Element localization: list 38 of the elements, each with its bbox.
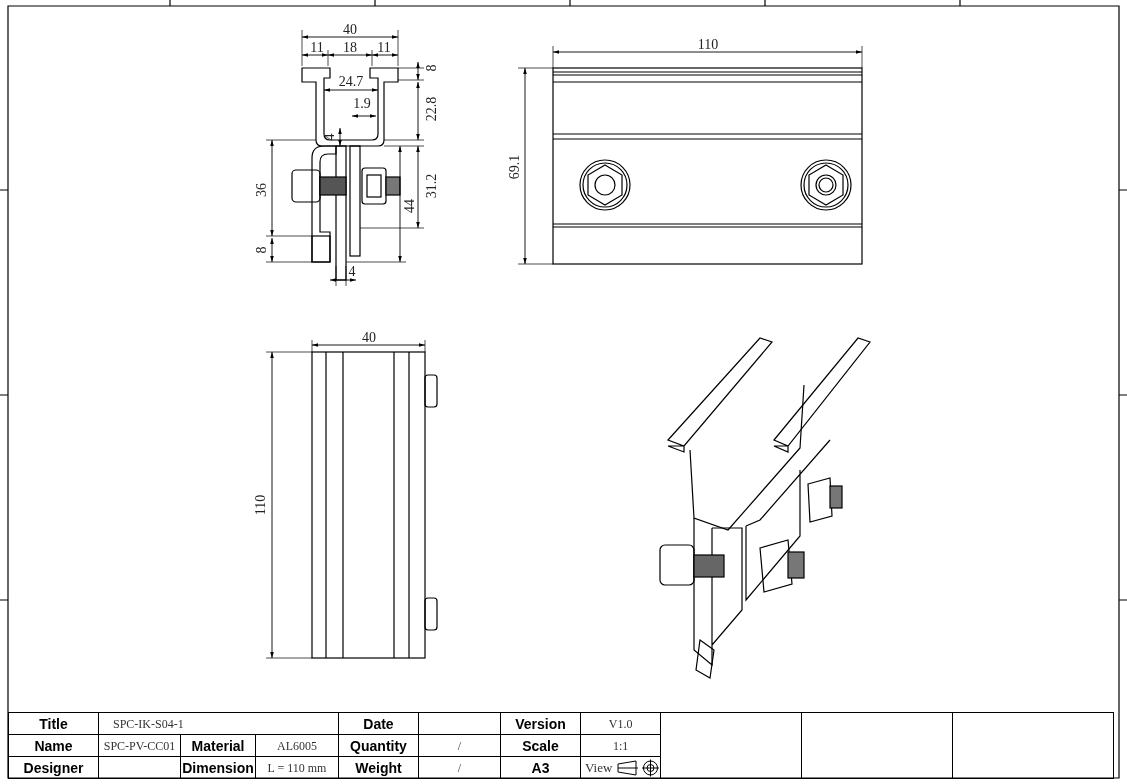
field-label: Weight (355, 759, 402, 776)
field-value: SPC-PV-CC01 (103, 739, 176, 753)
dimension-value: 4 (348, 265, 356, 279)
field-value: SPC-IK-S04-1 (113, 717, 184, 731)
field-label: Material (191, 737, 245, 754)
dimension-value: 110 (697, 38, 719, 52)
dimension-value: 36 (255, 183, 269, 197)
dimension-value: 31.2 (425, 173, 439, 199)
field-label: A3 (531, 759, 550, 776)
dimension-value: 44 (403, 199, 417, 213)
field-label: Quantity (350, 737, 407, 754)
field-value: / (457, 761, 462, 775)
field-value: AL6005 (277, 739, 317, 753)
field-value: View (585, 759, 613, 775)
field-label: Date (363, 715, 394, 732)
dimension-value: 40 (343, 23, 357, 37)
dimension-value: 40 (362, 331, 376, 345)
field-value: / (457, 739, 462, 753)
dimension-value: 24.7 (338, 75, 364, 89)
field-label: Designer (23, 759, 84, 776)
field-label: Dimension (182, 759, 254, 776)
dimension-value: 8 (255, 246, 269, 254)
dimension-value: 22.8 (425, 96, 439, 122)
dimension-value: 8 (425, 64, 439, 72)
field-label: Name (34, 737, 73, 754)
field-label: Title (39, 715, 68, 732)
dimension-value: 11 (310, 41, 324, 55)
dimension-value: 18 (343, 41, 357, 55)
dimension-value: 110 (254, 494, 268, 516)
dimension-value: 69.1 (508, 154, 522, 180)
field-value: V1.0 (608, 717, 633, 731)
dimension-value: 4 (323, 133, 337, 141)
field-label: Scale (522, 737, 559, 754)
field-value: 1:1 (612, 739, 629, 753)
field-label: Version (515, 715, 566, 732)
dimension-value: 11 (377, 41, 391, 55)
dimension-value: 1.9 (353, 97, 371, 111)
field-value: L = 110 mm (267, 761, 327, 775)
